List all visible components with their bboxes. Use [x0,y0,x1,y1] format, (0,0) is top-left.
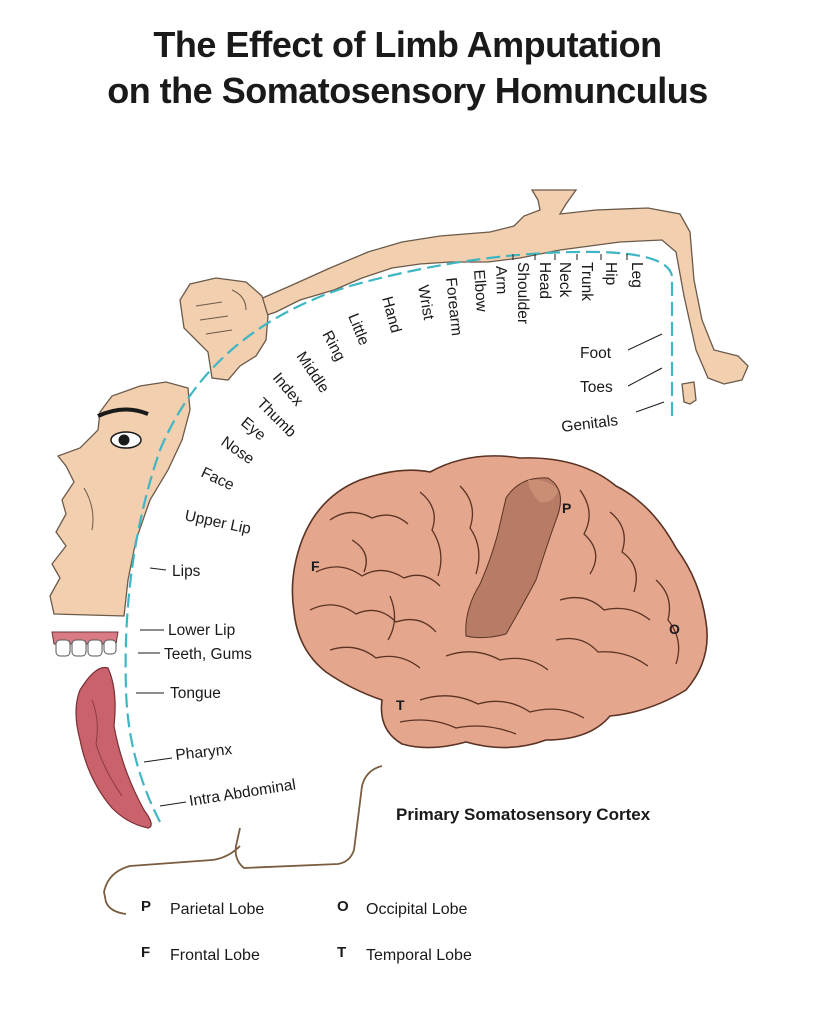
legend-key-o: O [337,898,349,915]
label-forearm: Forearm [442,277,465,337]
label-face: Face [198,464,236,494]
label-teeth-gums: Teeth, Gums [164,646,252,663]
label-leader-lines [136,254,665,807]
label-wrist: Wrist [414,284,437,322]
legend-key-p: P [141,898,151,915]
legend-key-f: F [141,944,150,961]
legend-key-t: T [337,944,346,961]
marker-o: O [669,621,680,637]
label-upper-lip: Upper Lip [183,507,252,538]
page-title: The Effect of Limb Amputation on the Som… [0,22,815,114]
legend-name-p: Parietal Lobe [170,901,264,918]
tongue-shape [75,666,152,829]
brain-illustration: P F O T [291,455,708,749]
legend-name-f: Frontal Lobe [170,947,260,964]
legend-name-o: Occipital Lobe [366,901,467,918]
parietal-highlight [465,477,561,639]
marker-f: F [311,558,320,574]
label-trunk: Trunk [578,262,595,301]
label-pharynx: Pharynx [175,741,234,764]
cortex-line [124,250,674,823]
label-little: Little [344,311,372,348]
label-head: Head [536,262,553,299]
lobe-legend: P Parietal Lobe O Occipital Lobe F Front… [141,898,472,964]
label-eye: Eye [237,414,268,444]
leg-figure [179,189,749,405]
bracket-connector [103,765,383,915]
brain-caption: Primary Somatosensory Cortex [396,805,651,824]
tooth-icon [71,639,87,657]
label-neck: Neck [556,262,573,298]
tooth-icon [103,639,117,655]
label-hip: Hip [602,262,619,285]
marker-p: P [562,500,571,516]
face-figure [49,381,191,657]
label-toes: Toes [580,379,613,396]
label-leg: Leg [628,262,645,288]
label-hand: Hand [378,295,404,335]
label-lower-lip: Lower Lip [168,622,235,639]
label-intra-abdominal: Intra Abdominal [188,776,297,810]
title-line-2: on the Somatosensory Homunculus [107,70,708,111]
label-genitals: Genitals [560,412,619,436]
label-elbow: Elbow [470,269,490,313]
label-lips: Lips [172,563,201,580]
title-line-1: The Effect of Limb Amputation [153,24,662,65]
label-tongue: Tongue [170,685,221,702]
label-ring: Ring [318,328,348,364]
legend-name-t: Temporal Lobe [366,947,472,964]
tooth-icon [87,639,103,657]
marker-t: T [396,697,405,713]
label-foot: Foot [580,345,612,362]
label-shoulder: Shoulder [514,262,531,324]
tooth-icon [55,639,71,657]
label-arm: Arm [492,266,510,295]
